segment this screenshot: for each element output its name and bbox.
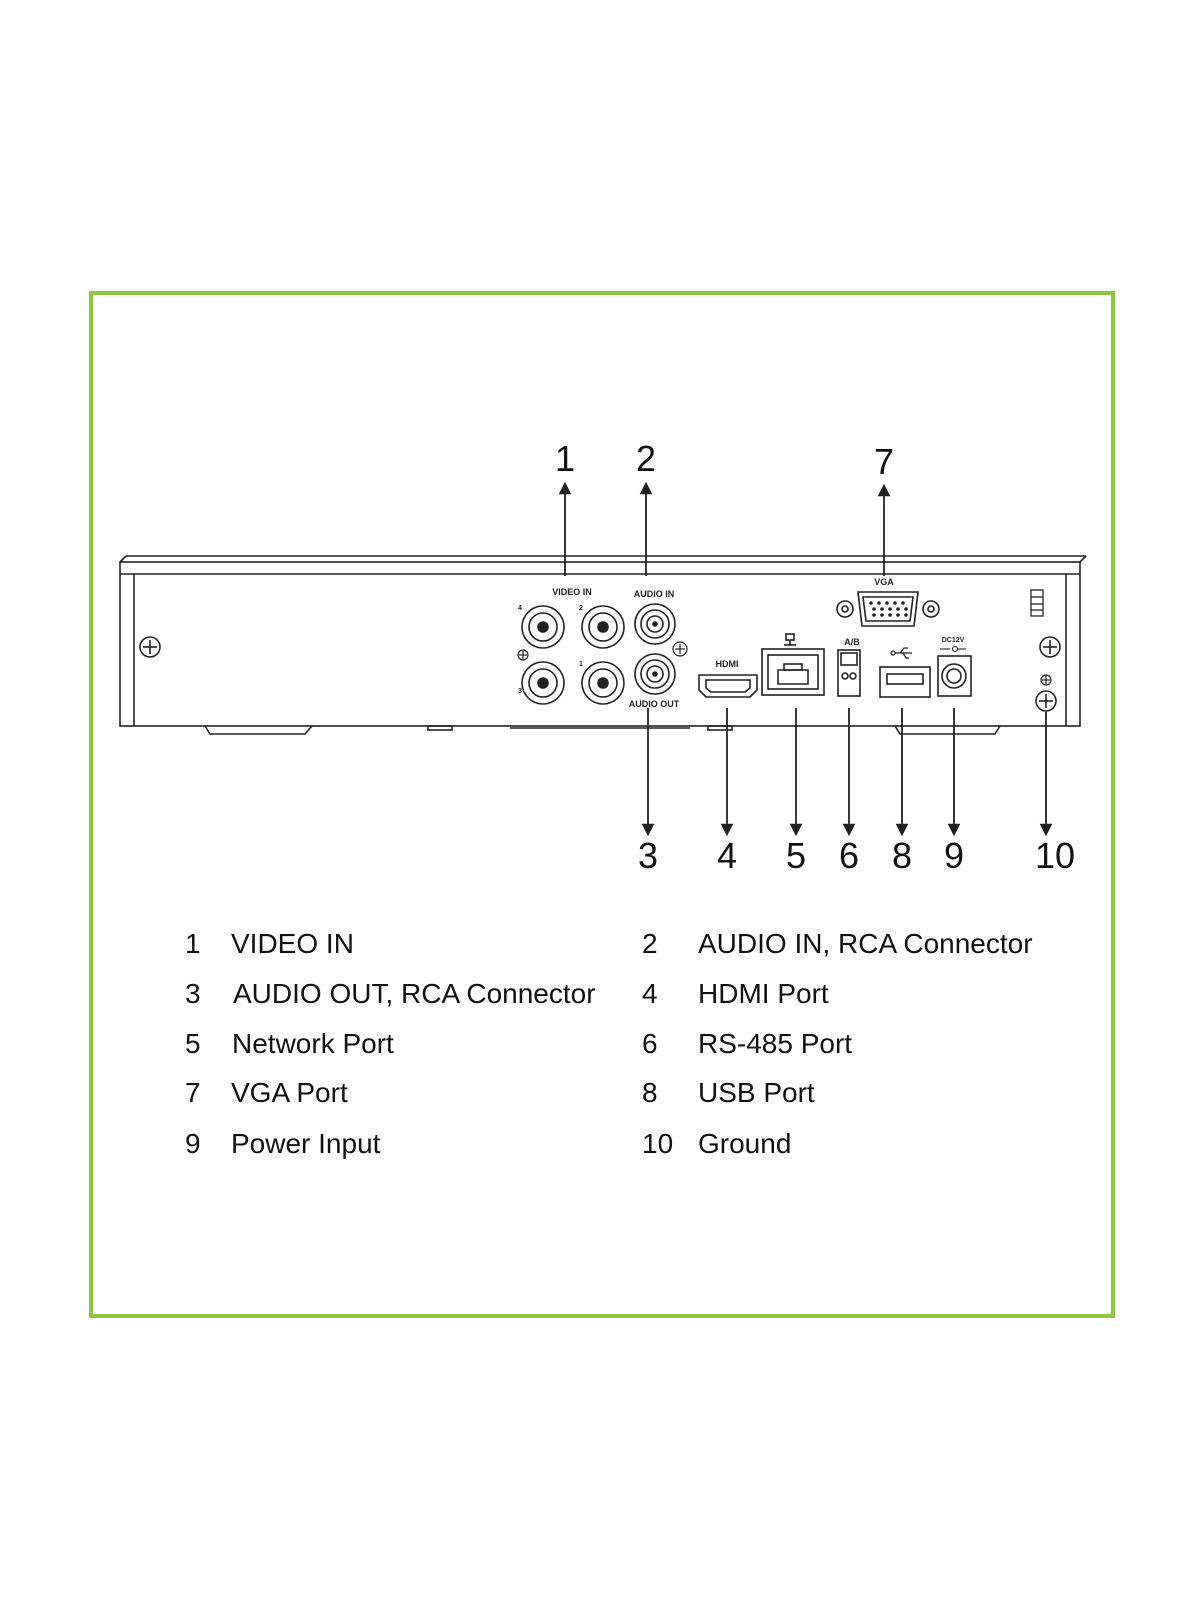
legend-label: AUDIO IN, RCA Connector [698, 928, 1033, 959]
chassis-screw-left-icon [139, 636, 161, 658]
vga-port-icon [836, 591, 940, 627]
ground-symbol-icon [672, 641, 688, 657]
callout-number: 10 [1035, 835, 1075, 876]
callout-number: 5 [786, 835, 806, 876]
audio-out-panel-label: AUDIO OUT [629, 699, 680, 709]
callout-number: 2 [636, 438, 656, 479]
rca-connectors [634, 603, 676, 695]
legend-number: 4 [642, 978, 658, 1009]
legend-number: 1 [185, 928, 201, 959]
legend-label: Ground [698, 1128, 792, 1159]
ground-screw-icon [1035, 690, 1057, 712]
rs485-port-icon [837, 649, 861, 697]
rs485-panel-label: A/B [844, 637, 860, 647]
bnc-channel-label: 4 [518, 605, 522, 612]
vent-slot [1030, 589, 1044, 617]
callout-number: 8 [892, 835, 912, 876]
bnc-channel-label: 1 [579, 661, 583, 668]
legend-number: 6 [642, 1028, 658, 1059]
ground-symbol-icon [517, 649, 529, 661]
hdmi-port-icon [698, 674, 758, 698]
hdmi-panel-label: HDMI [716, 659, 739, 669]
diagram-frame [89, 291, 1115, 1318]
ground-symbol-icon [1040, 674, 1052, 686]
chassis-screw-right-icon [1039, 636, 1061, 658]
legend-label: Network Port [232, 1028, 394, 1059]
power-polarity-icon [940, 645, 966, 653]
bnc-channel-label: 2 [579, 605, 583, 612]
legend-label: AUDIO OUT, RCA Connector [233, 978, 596, 1009]
legend-label: USB Port [698, 1077, 815, 1108]
bnc-channel-label: 3 [518, 688, 522, 695]
legend-number: 9 [185, 1128, 201, 1159]
legend-number: 3 [185, 978, 201, 1009]
legend-number: 5 [185, 1028, 201, 1059]
audio-in-panel-label: AUDIO IN [634, 589, 675, 599]
legend-number: 8 [642, 1077, 658, 1108]
callout-number: 4 [717, 835, 737, 876]
legend-label: VIDEO IN [231, 928, 354, 959]
power-panel-label: DC12V [942, 637, 965, 644]
callout-arrows [558, 481, 1053, 837]
legend-label: RS-485 Port [698, 1028, 853, 1059]
callout-number: 7 [874, 441, 894, 482]
legend-label: VGA Port [231, 1077, 348, 1108]
legend-label: HDMI Port [698, 978, 829, 1009]
legend-label: Power Input [231, 1128, 381, 1159]
callout-number: 9 [944, 835, 964, 876]
usb-symbol-icon [890, 647, 912, 659]
legend-number: 10 [642, 1128, 674, 1159]
power-jack-icon [937, 655, 972, 697]
callout-number: 6 [839, 835, 859, 876]
legend-number: 7 [185, 1077, 201, 1108]
vga-panel-label: VGA [874, 577, 894, 587]
callout-number: 3 [638, 835, 658, 876]
network-port-icon [761, 633, 825, 696]
bnc-connectors [521, 605, 625, 705]
video-in-panel-label: VIDEO IN [552, 587, 592, 597]
usb-port-icon [879, 666, 931, 698]
legend-number: 2 [642, 928, 658, 959]
callout-number: 1 [555, 438, 575, 479]
dvr-chassis [119, 555, 1087, 735]
vga-pins [869, 601, 908, 617]
